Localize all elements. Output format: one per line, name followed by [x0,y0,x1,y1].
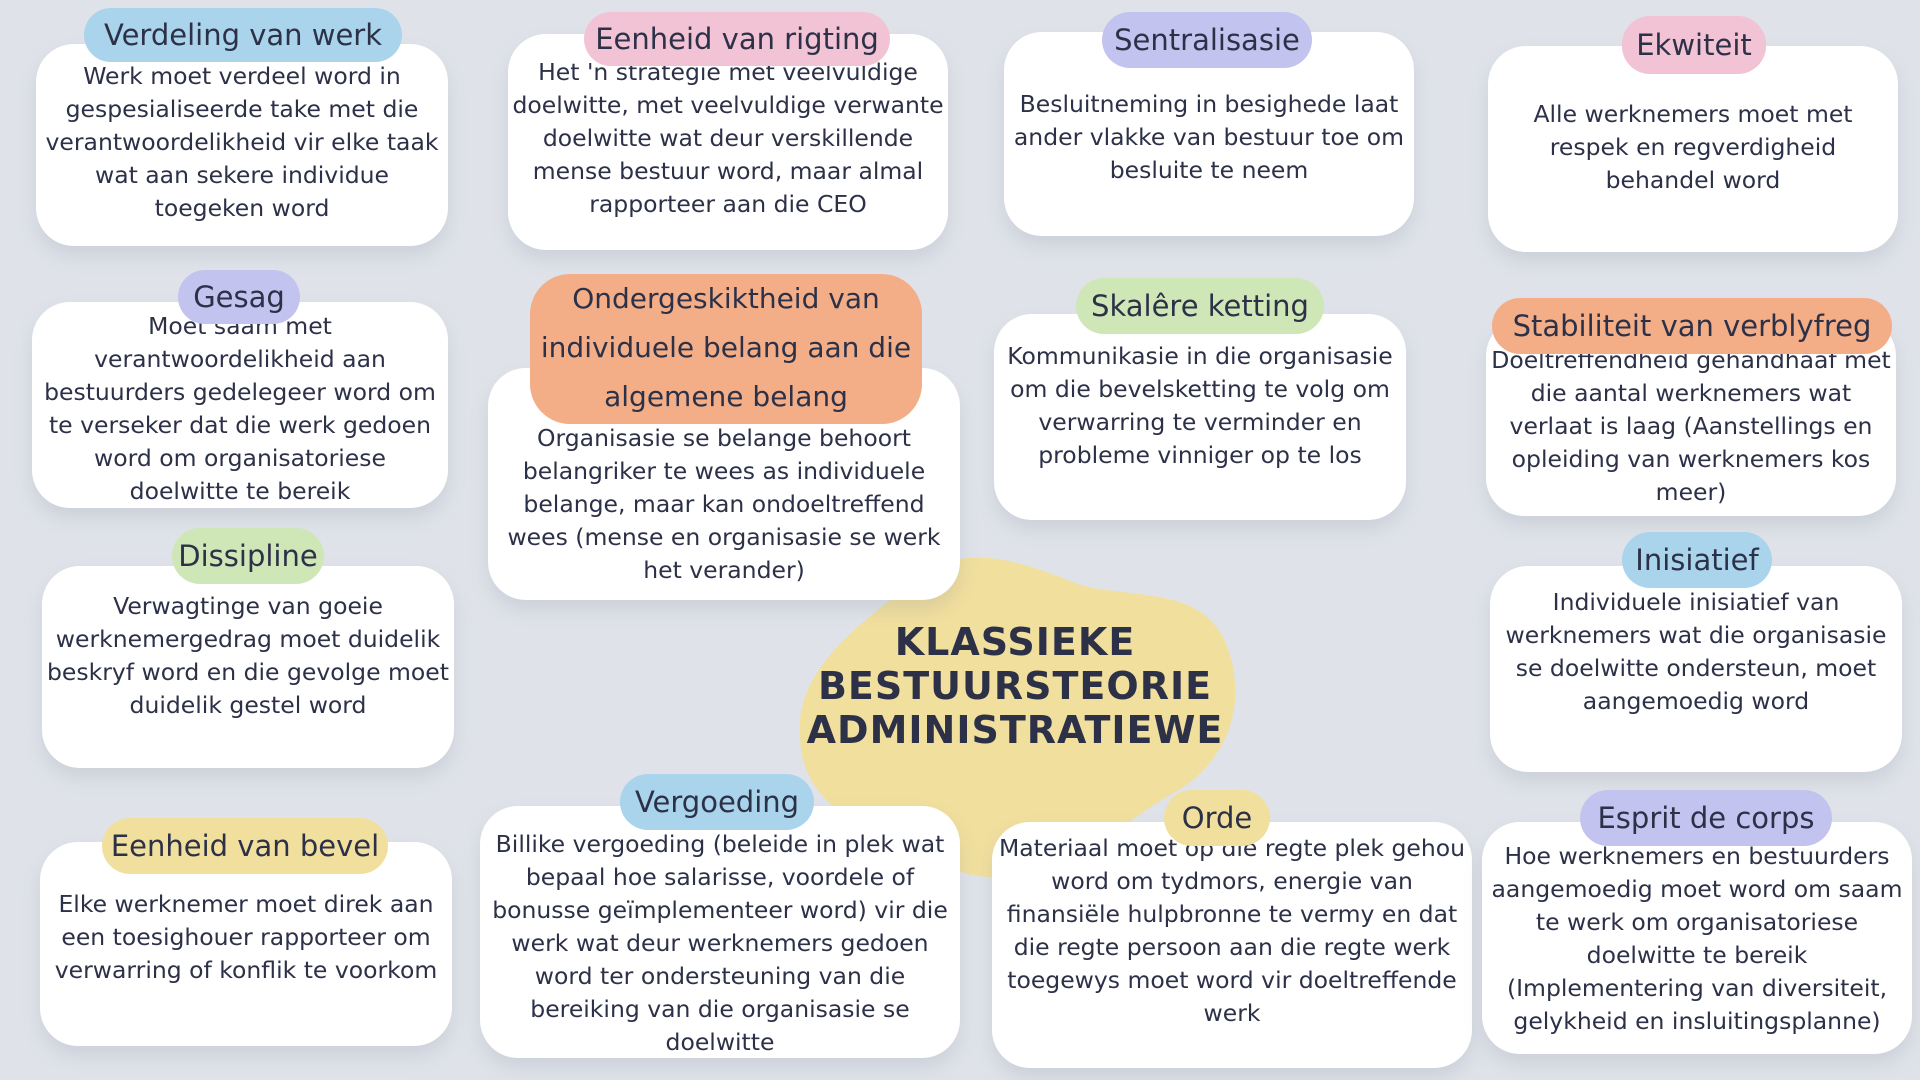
node-card-esprit-de-corps: Hoe werknemers en bestuurders aangemoedi… [1482,822,1912,1054]
node-description: Billike vergoeding (beleide in plek wat … [492,830,948,1056]
node-title-skalere-ketting: Skalêre ketting [1076,278,1324,334]
node-card-eenheid-van-bevel: Elke werknemer moet direk aan een toesig… [40,842,452,1046]
node-description: Hoe werknemers en bestuurders aangemoedi… [1491,842,1903,1035]
node-card-eenheid-van-rigting: Het 'n strategie met veelvuldige doelwit… [508,34,948,250]
node-description: Alle werknemers moet met respek en regve… [1533,100,1853,194]
node-description: Individuele inisiatief van werknemers wa… [1505,588,1887,715]
node-title-eenheid-van-rigting: Eenheid van rigting [584,12,890,66]
node-title-eenheid-van-bevel: Eenheid van bevel [102,818,388,874]
node-title-vergoeding: Vergoeding [620,774,814,830]
node-description: Organisasie se belange behoort belangrik… [507,424,941,584]
node-title-orde: Orde [1164,790,1270,846]
node-description: Verwagtinge van goeie werknemergedrag mo… [47,592,449,719]
node-card-verdeling-van-werk: Werk moet verdeel word in gespesialiseer… [36,44,448,246]
node-description: Materiaal moet op die regte plek gehou w… [998,834,1466,1027]
node-title-dissipline: Dissipline [172,528,324,584]
node-card-vergoeding: Billike vergoeding (beleide in plek wat … [480,806,960,1058]
node-card-sentralisasie: Besluitneming in besighede laat ander vl… [1004,32,1414,236]
node-card-ekwiteit: Alle werknemers moet met respek en regve… [1488,46,1898,252]
node-title-gesag: Gesag [178,270,300,324]
node-card-inisiatief: Individuele inisiatief van werknemers wa… [1490,566,1902,772]
node-title-inisiatief: Inisiatief [1622,532,1772,588]
node-title-verdeling-van-werk: Verdeling van werk [84,8,402,62]
node-title-stabiliteit: Stabiliteit van verblyfreg [1492,298,1892,354]
node-description: Moet saam met verantwoordelikheid aan be… [44,312,436,505]
node-card-dissipline: Verwagtinge van goeie werknemergedrag mo… [42,566,454,768]
node-description: Kommunikasie in die organisasie om die b… [1007,342,1393,469]
node-description: Werk moet verdeel word in gespesialiseer… [45,62,439,222]
node-title-sentralisasie: Sentralisasie [1102,12,1312,68]
central-topic-line-3: ADMINISTRATIEWE [806,708,1224,752]
node-description: Besluitneming in besighede laat ander vl… [1013,90,1405,184]
center-blob-shape [799,557,1236,878]
node-card-skalere-ketting: Kommunikasie in die organisasie om die b… [994,314,1406,520]
node-description: Elke werknemer moet direk aan een toesig… [54,890,438,984]
node-title-esprit-de-corps: Esprit de corps [1580,790,1832,846]
central-topic-line-2: BESTUURSTEORIE [817,664,1213,708]
node-card-gesag: Moet saam met verantwoordelikheid aan be… [32,302,448,508]
node-description: Doeltreffendheid gehandhaaf met die aant… [1491,346,1891,506]
node-title-ekwiteit: Ekwiteit [1622,16,1766,74]
central-topic: KLASSIEKE BESTUURSTEORIE ADMINISTRATIEWE [800,620,1230,752]
center-blob [799,557,1236,878]
central-topic-line-1: KLASSIEKE [894,620,1136,664]
node-title-ondergeskiktheid: Ondergeskiktheid van individuele belang … [530,274,922,424]
node-card-orde: Materiaal moet op die regte plek gehou w… [992,822,1472,1068]
node-description: Het 'n strategie met veelvuldige doelwit… [512,58,944,218]
